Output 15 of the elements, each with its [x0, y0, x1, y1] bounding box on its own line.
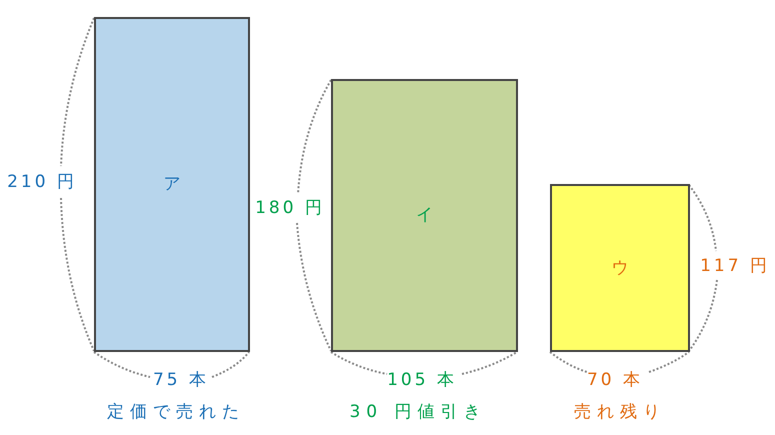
area-rectangle — [94, 17, 250, 352]
area-label: イ — [416, 205, 433, 226]
caption-text: 売れ残り — [574, 402, 666, 422]
quantity-label: 75 本 — [152, 370, 210, 390]
price-label: 180 円 — [255, 198, 325, 218]
area-rectangle — [331, 79, 518, 352]
quantity-label: 70 本 — [586, 370, 644, 390]
area-label: ア — [164, 174, 180, 195]
area-label: ウ — [612, 258, 628, 278]
quantity-label: 105 本 — [387, 370, 457, 390]
caption-text: 定価で売れた — [107, 402, 245, 422]
price-label: 210 円 — [7, 172, 77, 192]
area-rectangle — [550, 184, 690, 352]
price-label: 117 円 — [700, 256, 770, 276]
caption-text: 30 円値引き — [349, 402, 487, 422]
